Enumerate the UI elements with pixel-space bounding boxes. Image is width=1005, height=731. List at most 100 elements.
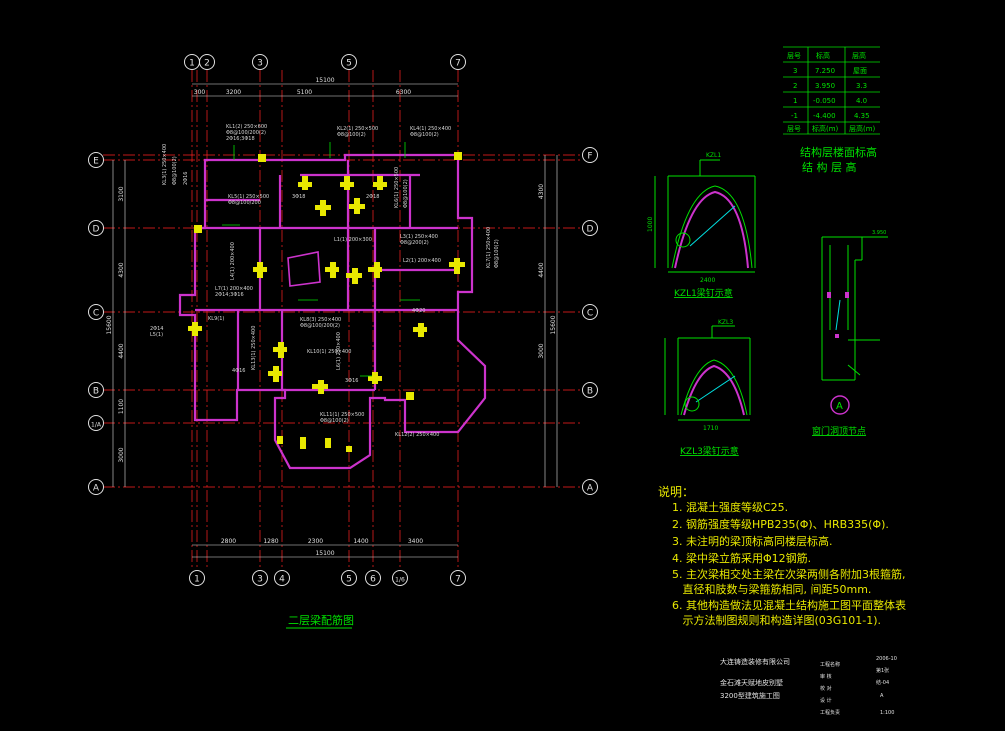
window-node-detail <box>821 236 888 381</box>
axis-right-F-circle <box>582 147 598 163</box>
axis-right-A: A <box>587 484 594 494</box>
svg-text:L7(1) 200×400: L7(1) 200×400 <box>215 286 253 292</box>
svg-text:KL2(1) 250×500: KL2(1) 250×500 <box>337 126 378 132</box>
svg-text:KL6(1) 250×500: KL6(1) 250×500 <box>394 167 400 208</box>
title-block-role-4: 设 计 <box>820 697 832 704</box>
title-block-size: A <box>880 693 884 699</box>
dim-bottom-4: 3400 <box>408 538 423 545</box>
axis-right-B: B <box>587 387 593 397</box>
kzl1-width: 2400 <box>700 277 715 284</box>
svg-text:L2(1) 200×400: L2(1) 200×400 <box>403 258 441 264</box>
dim-left-4: 3000 <box>118 447 125 462</box>
axis-left-C: C <box>93 309 99 319</box>
axis-right-D-circle <box>582 220 598 236</box>
axis-right-A-circle <box>582 479 598 495</box>
svg-text:KL3(1) 250×400: KL3(1) 250×400 <box>162 144 168 185</box>
svg-text:KL12(2) 250×400: KL12(2) 250×400 <box>395 432 439 438</box>
axis-bottom-6: 6 <box>370 575 376 585</box>
dim-right-2: 3000 <box>538 343 545 358</box>
axis-right-C-circle <box>582 304 598 320</box>
level-table-header-3: 层高 <box>852 51 866 60</box>
axis-right-D: D <box>587 225 594 235</box>
drawing-title: 二层梁配筋图 <box>288 613 354 627</box>
kzl3-label: KZL3 <box>718 319 733 326</box>
kzl1-label: KZL1 <box>706 152 721 159</box>
title-block-role-5: 工程负责 <box>820 709 840 716</box>
svg-text:2Φ16;3Φ18: 2Φ16;3Φ18 <box>226 136 255 142</box>
svg-text:KL1(2) 250×600: KL1(2) 250×600 <box>226 124 267 130</box>
kzl3-caption: KZL3梁钉示意 <box>680 445 739 457</box>
svg-text:Φ8@100/200(2): Φ8@100/200(2) <box>226 130 266 136</box>
svg-text:Φ8@100(2): Φ8@100(2) <box>320 418 349 424</box>
dim-top-total: 15100 <box>315 77 334 84</box>
title-block-company: 大连铸造装修有限公司 <box>720 657 790 666</box>
axis-left-A: A <box>93 484 100 494</box>
axis-left-E: E <box>93 157 99 167</box>
svg-text:3Φ18: 3Φ18 <box>292 194 305 200</box>
axis-bottom-1-6-circle <box>392 570 408 586</box>
level-table-footer-3: 层高(m) <box>849 124 876 133</box>
level-row-4-floor: -1 <box>791 112 798 120</box>
svg-text:2Φ18: 2Φ18 <box>366 194 379 200</box>
columns <box>188 152 465 452</box>
title-block-project-2: 3200型建筑施工图 <box>720 691 780 700</box>
svg-text:L5(1): L5(1) <box>150 332 163 338</box>
axis-bottom-1: 1 <box>194 575 200 585</box>
dim-bottom-0: 2800 <box>221 538 236 545</box>
title-block-number: 结-04 <box>876 679 889 686</box>
axis-right-F: F <box>587 152 592 162</box>
title-block-role-3: 校 对 <box>820 685 832 692</box>
axis-top-1: 1 <box>189 59 195 69</box>
title-block-role-1: 工程名称 <box>820 661 840 668</box>
level-row-2-elev: 3.950 <box>815 82 835 90</box>
svg-text:4Φ16: 4Φ16 <box>232 368 245 374</box>
dim-top-1: 3200 <box>226 89 241 96</box>
title-block-date: 2006-10 <box>876 656 897 662</box>
title-block-sheet: 第1张 <box>876 667 889 674</box>
svg-text:Φ8@100/200: Φ8@100/200 <box>228 200 261 206</box>
axis-bottom-7: 7 <box>455 575 461 585</box>
window-node-symbol: A <box>836 401 843 412</box>
dim-left-0: 3100 <box>118 186 125 201</box>
axis-left-B-circle <box>88 382 104 398</box>
axis-left-1-A: 1/A <box>91 422 102 429</box>
svg-text:3Φ16: 3Φ16 <box>345 378 358 384</box>
level-table-footer-2: 标高(m) <box>812 124 839 133</box>
axis-left-D: D <box>93 225 100 235</box>
note-item-3: 3. 未注明的梁顶标高同楼层标高. <box>672 535 833 548</box>
axis-top-7: 7 <box>455 59 461 69</box>
window-node-marks <box>827 292 849 338</box>
axis-left-D-circle <box>88 220 104 236</box>
title-block-scale: 1:100 <box>880 710 894 716</box>
beam-annotations-vertical: KL3(1) 250×400 Φ8@100(2) 2Φ16 KL6(1) 250… <box>162 144 500 370</box>
title-block: 大连铸造装修有限公司 金石滩天赋地皮别墅 3200型建筑施工图 工程名称 审 核… <box>720 656 897 716</box>
note-item-6: 直径和肢数与梁箍筋相同, 间距50mm. <box>672 583 872 596</box>
svg-text:KL8(3) 250×400: KL8(3) 250×400 <box>300 317 341 323</box>
svg-text:KL9(1): KL9(1) <box>208 316 224 322</box>
svg-text:Φ8@100(2): Φ8@100(2) <box>494 239 500 268</box>
level-row-2-height: 3.3 <box>856 82 867 90</box>
dim-bottom-2: 2300 <box>308 538 323 545</box>
svg-text:Φ8@100(2): Φ8@100(2) <box>403 179 409 208</box>
note-item-8: 示方法制图规则和构造详图(03G101-1). <box>672 614 882 627</box>
axis-top-3-circle <box>252 54 268 70</box>
svg-text:2Φ16: 2Φ16 <box>183 172 189 185</box>
axis-left-A-circle <box>88 479 104 495</box>
dim-bottom-3: 1400 <box>353 538 368 545</box>
svg-text:Φ8@100/200(2): Φ8@100/200(2) <box>300 323 340 329</box>
svg-text:Φ8@100(2): Φ8@100(2) <box>172 156 178 185</box>
dim-bottom-total: 15100 <box>315 550 334 557</box>
dim-bottom-1: 1280 <box>263 538 278 545</box>
level-table-header-2: 标高 <box>816 51 830 60</box>
wall-outline <box>178 153 487 470</box>
svg-text:L6(1) 250×400: L6(1) 250×400 <box>336 332 342 370</box>
axis-left-C-circle <box>88 304 104 320</box>
kzl3-width: 1710 <box>703 425 718 432</box>
level-row-3-elev: -0.050 <box>813 97 836 105</box>
dim-left-3: 1100 <box>118 399 125 414</box>
axis-top-3: 3 <box>257 59 263 69</box>
dim-left-2: 4400 <box>118 343 125 358</box>
svg-text:Φ8@200(2): Φ8@200(2) <box>400 240 429 246</box>
level-table-grid <box>783 46 880 135</box>
